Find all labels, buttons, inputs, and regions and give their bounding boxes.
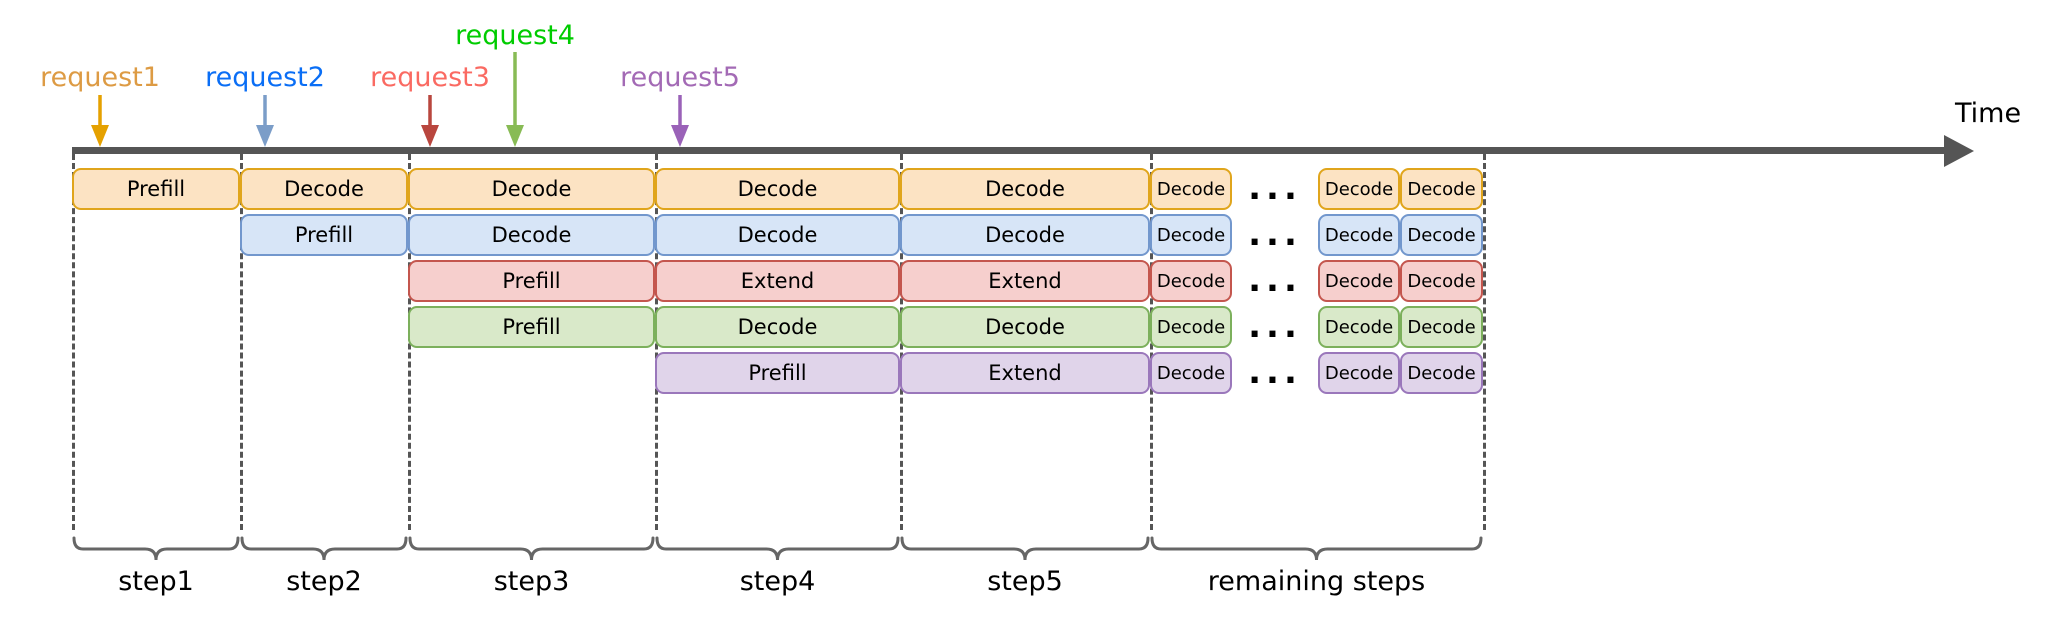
request-arrow-r2: [256, 95, 274, 147]
task-box-red-extend-2: Extend: [900, 260, 1150, 302]
task-box-blue-decode-2: Decode: [655, 214, 900, 256]
request-arrow-r1: [91, 95, 109, 147]
time-axis-line: [72, 147, 1950, 154]
task-box-orange-decode-1: Decode: [240, 168, 408, 210]
task-box-blue-prefill-0: Prefill: [240, 214, 408, 256]
ellipsis-row-1: ...: [1248, 168, 1302, 209]
ellipsis-row-2: ...: [1248, 214, 1302, 255]
step-label-3: step3: [493, 566, 570, 597]
step-brace-3: [408, 536, 655, 561]
task-box-orange-decode-7: Decode: [1318, 168, 1400, 210]
task-box-orange-decode-8: Decode: [1400, 168, 1483, 210]
task-box-blue-decode-4: Decode: [1150, 214, 1232, 256]
task-box-blue-decode-6: Decode: [1318, 214, 1400, 256]
step-label-5: step5: [987, 566, 1063, 597]
time-axis-arrowhead: [1944, 135, 1974, 167]
ellipsis-row-4: ...: [1248, 306, 1302, 347]
request-arrow-r3: [421, 95, 439, 147]
task-box-red-prefill-0: Prefill: [408, 260, 655, 302]
step-label-1: step1: [118, 566, 194, 597]
request-arrow-r4: [506, 52, 524, 147]
task-box-purple-extend-1: Extend: [900, 352, 1150, 394]
task-box-red-decode-3: Decode: [1150, 260, 1232, 302]
task-box-blue-decode-7: Decode: [1400, 214, 1483, 256]
request-label-r4: request4: [455, 20, 575, 51]
task-box-green-prefill-0: Prefill: [408, 306, 655, 348]
time-axis-label: Time: [1955, 98, 2022, 129]
step-separator-6: [1483, 154, 1486, 530]
ellipsis-row-3: ...: [1248, 260, 1302, 301]
step-brace-6: [1150, 536, 1483, 561]
task-box-green-decode-5: Decode: [1318, 306, 1400, 348]
task-box-green-decode-3: Decode: [1150, 306, 1232, 348]
step-separator-0: [72, 154, 75, 530]
request-arrow-r5: [671, 95, 689, 147]
task-box-orange-decode-3: Decode: [655, 168, 900, 210]
request-label-r1: request1: [40, 62, 160, 93]
task-box-green-decode-2: Decode: [900, 306, 1150, 348]
task-box-orange-decode-4: Decode: [900, 168, 1150, 210]
task-box-orange-decode-2: Decode: [408, 168, 655, 210]
step-label-4: step4: [739, 566, 816, 597]
step-brace-1: [72, 536, 240, 561]
step-brace-4: [655, 536, 900, 561]
task-box-purple-decode-4: Decode: [1318, 352, 1400, 394]
task-box-green-decode-6: Decode: [1400, 306, 1483, 348]
task-box-purple-prefill-0: Prefill: [655, 352, 900, 394]
task-box-purple-decode-2: Decode: [1150, 352, 1232, 394]
step-brace-2: [240, 536, 408, 561]
request-label-r2: request2: [205, 62, 325, 93]
step-label-6: remaining steps: [1207, 566, 1426, 597]
task-box-blue-decode-1: Decode: [408, 214, 655, 256]
step-separator-1: [240, 154, 243, 530]
task-box-blue-decode-3: Decode: [900, 214, 1150, 256]
task-box-red-extend-1: Extend: [655, 260, 900, 302]
ellipsis-row-5: ...: [1248, 352, 1302, 393]
task-box-red-decode-6: Decode: [1400, 260, 1483, 302]
task-box-red-decode-5: Decode: [1318, 260, 1400, 302]
request-label-r3: request3: [370, 62, 490, 93]
task-box-orange-decode-5: Decode: [1150, 168, 1232, 210]
task-box-green-decode-1: Decode: [655, 306, 900, 348]
task-box-orange-prefill-0: Prefill: [72, 168, 240, 210]
step-brace-5: [900, 536, 1150, 561]
step-label-2: step2: [286, 566, 362, 597]
request-label-r5: request5: [620, 62, 740, 93]
task-box-purple-decode-5: Decode: [1400, 352, 1483, 394]
